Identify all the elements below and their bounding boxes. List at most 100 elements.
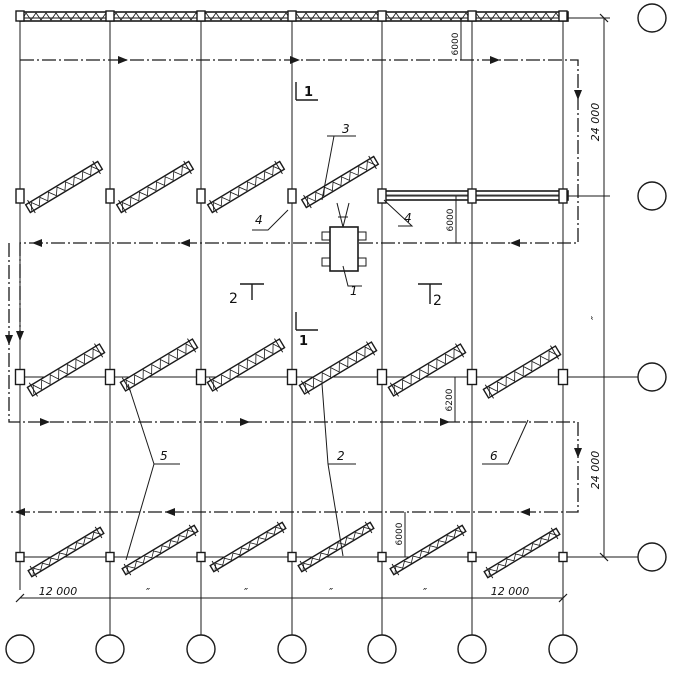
truss-element xyxy=(27,526,105,578)
section-mark-label: 1 xyxy=(304,85,313,100)
direction-arrow-icon xyxy=(40,418,50,426)
column-marker xyxy=(195,368,207,386)
dim-label-inner: 6000 xyxy=(446,208,456,231)
crane-icon xyxy=(329,226,359,272)
column-marker xyxy=(467,10,477,22)
axis-bubble xyxy=(637,362,667,392)
column-marker xyxy=(196,551,206,563)
crane xyxy=(321,202,367,272)
axis-bubbles xyxy=(5,3,667,664)
column-marker xyxy=(376,368,388,386)
column-marker xyxy=(377,551,387,563)
callout-label: 5 xyxy=(160,449,168,463)
callout-label: 3 xyxy=(342,122,350,136)
truss-element xyxy=(297,521,375,573)
axis-bubble xyxy=(5,634,35,664)
direction-arrow-icon xyxy=(510,239,520,247)
axis-bubble xyxy=(457,634,487,664)
truss-element xyxy=(24,160,104,214)
span-label: 12 000 xyxy=(491,585,530,598)
span-label: ″ xyxy=(329,586,334,599)
callout-leaders xyxy=(125,135,529,561)
column-marker xyxy=(105,188,115,204)
span-label: 12 000 xyxy=(39,585,78,598)
column-marker xyxy=(105,551,115,563)
direction-arrow-icon xyxy=(165,508,175,516)
column-marker xyxy=(286,368,298,386)
column-marker xyxy=(15,10,25,22)
direction-arrow-icon xyxy=(15,508,25,516)
direction-arrow-icon xyxy=(574,90,582,100)
section-mark-label: 1 xyxy=(299,334,308,349)
direction-arrow-icon xyxy=(118,56,128,64)
callout-label: 4 xyxy=(255,213,263,227)
column-marker xyxy=(377,188,387,204)
truss-element xyxy=(206,338,286,392)
column-marker xyxy=(15,188,25,204)
crane-paths xyxy=(8,59,579,513)
span-label: ″ xyxy=(244,586,249,599)
direction-arrow-icon xyxy=(440,418,450,426)
direction-arrow-icon xyxy=(240,418,250,426)
path-direction-arrows xyxy=(5,56,582,516)
direction-arrow-icon xyxy=(290,56,300,64)
dimension-texts: 12 000 ″ ″ ″ ″ 12 000 24 000 ″ 24 000 60… xyxy=(39,32,602,599)
direction-arrow-icon xyxy=(574,448,582,458)
column-marker xyxy=(377,10,387,22)
truss-element xyxy=(298,341,378,395)
direction-arrow-icon xyxy=(490,56,500,64)
column-marker xyxy=(466,368,478,386)
span-label: ″ xyxy=(146,586,151,599)
span-label: ″ xyxy=(423,586,428,599)
column-marker xyxy=(14,368,26,386)
column-marker xyxy=(105,10,115,22)
column-marker xyxy=(196,188,206,204)
column-marker xyxy=(467,188,477,204)
callout-label: 2 xyxy=(337,449,345,463)
truss-element xyxy=(121,524,199,576)
column-marker xyxy=(196,10,206,22)
truss-element xyxy=(115,160,195,214)
truss-element xyxy=(206,160,286,214)
column-marker xyxy=(287,10,297,22)
axis-bubble xyxy=(548,634,578,664)
column-marker xyxy=(15,551,25,563)
axis-bubble xyxy=(637,181,667,211)
truss-element xyxy=(119,338,199,392)
truss-element xyxy=(300,155,380,209)
dim-label-right: 24 000 xyxy=(589,451,602,490)
truss-element xyxy=(209,521,287,573)
column-marker xyxy=(558,10,568,22)
callout-label: 1 xyxy=(350,284,358,298)
axis-bubble xyxy=(95,634,125,664)
dimension-lines xyxy=(15,13,610,604)
truss-element xyxy=(483,527,561,579)
dim-label-inner: 6000 xyxy=(451,32,461,55)
column-marker xyxy=(104,368,116,386)
dim-label-inner: 6000 xyxy=(395,522,405,545)
direction-arrow-icon xyxy=(32,239,42,247)
section-mark-label: 2 xyxy=(229,291,238,307)
column-marker xyxy=(467,551,477,563)
crane-path-1 xyxy=(16,59,579,341)
column-marker xyxy=(558,188,568,204)
grid-lines xyxy=(19,12,640,636)
columns xyxy=(14,10,569,563)
dim-label-right: 24 000 xyxy=(589,103,602,142)
callout-label: 6 xyxy=(490,449,498,463)
truss-element xyxy=(26,343,106,397)
crane-path-2 xyxy=(8,243,579,513)
column-marker xyxy=(287,188,297,204)
axis-bubble xyxy=(367,634,397,664)
column-marker xyxy=(558,551,568,563)
direction-arrow-icon xyxy=(520,508,530,516)
section-marks xyxy=(240,82,442,331)
axis-bubble xyxy=(637,542,667,572)
callout-labels: 1 2 3 4 4 5 6 xyxy=(160,122,498,463)
truss-element xyxy=(387,343,467,397)
truss-element xyxy=(482,345,562,399)
truss-element xyxy=(389,524,467,576)
column-marker xyxy=(287,551,297,563)
callout-label: 4 xyxy=(404,211,412,225)
